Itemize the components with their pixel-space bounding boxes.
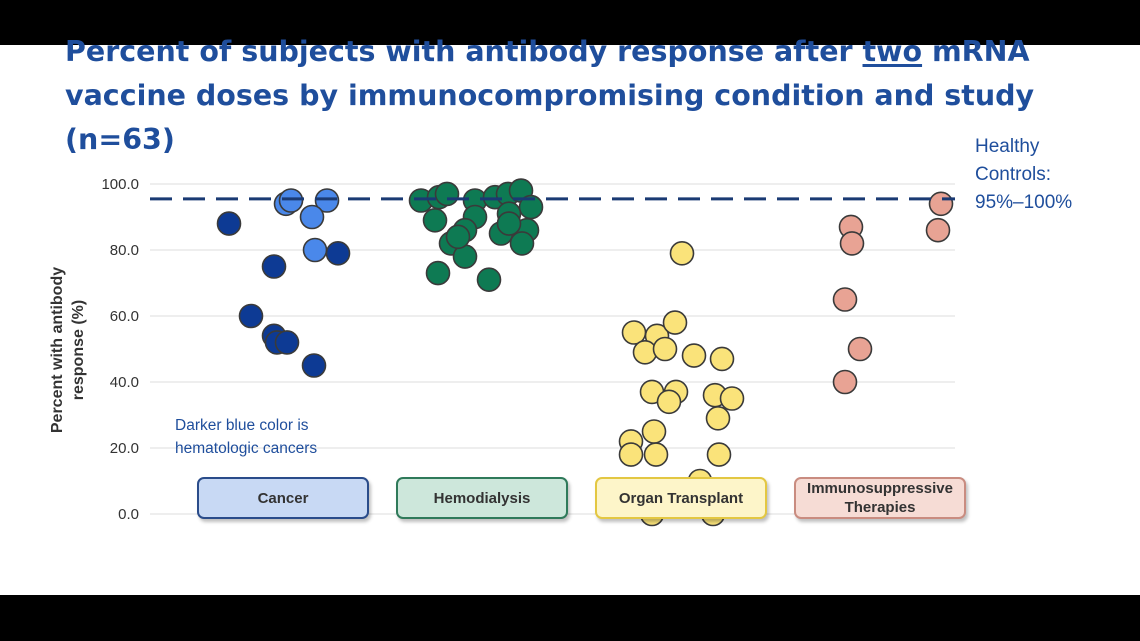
data-point	[832, 369, 858, 395]
data-point	[839, 231, 865, 256]
data-point	[719, 386, 745, 411]
y-tick-label: 40.0	[110, 374, 139, 391]
data-point	[847, 336, 873, 362]
data-point	[278, 188, 304, 213]
data-point	[509, 231, 535, 256]
y-tick-label: 80.0	[110, 242, 139, 259]
title-part1: Percent of subjects with antibody respon…	[65, 35, 863, 68]
data-point	[618, 442, 644, 467]
data-point	[238, 303, 264, 329]
data-point	[643, 442, 669, 467]
category-label-organ-transplant: Organ Transplant	[595, 477, 767, 519]
y-tick-label: 100.0	[101, 176, 139, 193]
data-point	[216, 211, 242, 236]
chart-title: Percent of subjects with antibody respon…	[65, 30, 1105, 162]
data-point	[706, 442, 732, 467]
y-tick-label: 20.0	[110, 440, 139, 457]
data-point	[632, 339, 658, 365]
category-label-text: Cancer	[257, 489, 309, 507]
note-line1: Darker blue color is	[175, 417, 309, 434]
data-point	[301, 353, 327, 378]
data-point	[299, 204, 325, 230]
title-underlined-word: two	[862, 35, 923, 68]
category-label-text: Hemodialysis	[433, 489, 531, 507]
data-point	[832, 287, 858, 312]
data-point	[445, 224, 471, 250]
data-point	[709, 346, 735, 372]
category-label-immunosuppressive: Immunosuppressive Therapies	[794, 477, 966, 519]
category-label-text: Immunosuppressive	[807, 480, 953, 497]
data-point	[314, 188, 340, 213]
category-label-cancer: Cancer	[197, 477, 369, 519]
healthy-line1: Healthy	[975, 136, 1040, 157]
data-point	[302, 237, 328, 263]
category-label-text: Organ Transplant	[618, 489, 744, 507]
legend-note: Darker blue color is hematologic cancers	[175, 414, 317, 460]
data-point	[705, 405, 731, 431]
data-point	[652, 336, 678, 362]
healthy-line2: Controls:	[975, 164, 1052, 185]
data-point	[476, 267, 502, 293]
data-point	[325, 241, 351, 266]
data-points	[216, 178, 954, 527]
data-point	[656, 389, 682, 415]
y-tick-label: 60.0	[110, 308, 139, 325]
category-label-hemodialysis: Hemodialysis	[396, 477, 568, 519]
data-point	[422, 208, 448, 233]
y-tick-labels: 0.0 20.0 40.0 60.0 80.0 100.0	[101, 176, 139, 523]
data-point	[496, 211, 522, 236]
data-point	[274, 330, 300, 355]
data-point	[641, 419, 667, 444]
data-point	[434, 181, 460, 207]
data-point	[425, 260, 451, 286]
data-point	[669, 241, 695, 266]
category-label-text: Therapies	[844, 499, 916, 516]
data-point	[662, 310, 688, 335]
healthy-controls-label: Healthy Controls: 95%–100%	[975, 133, 1072, 217]
healthy-line3: 95%–100%	[975, 192, 1073, 213]
note-line2: hematologic cancers	[175, 440, 318, 457]
title-part2: mRNA vaccine doses by immunocompromising…	[65, 35, 1035, 156]
data-point	[925, 217, 951, 243]
data-point	[928, 191, 954, 217]
data-point	[681, 343, 707, 368]
data-point	[261, 254, 287, 279]
y-tick-label: 0.0	[118, 506, 139, 523]
